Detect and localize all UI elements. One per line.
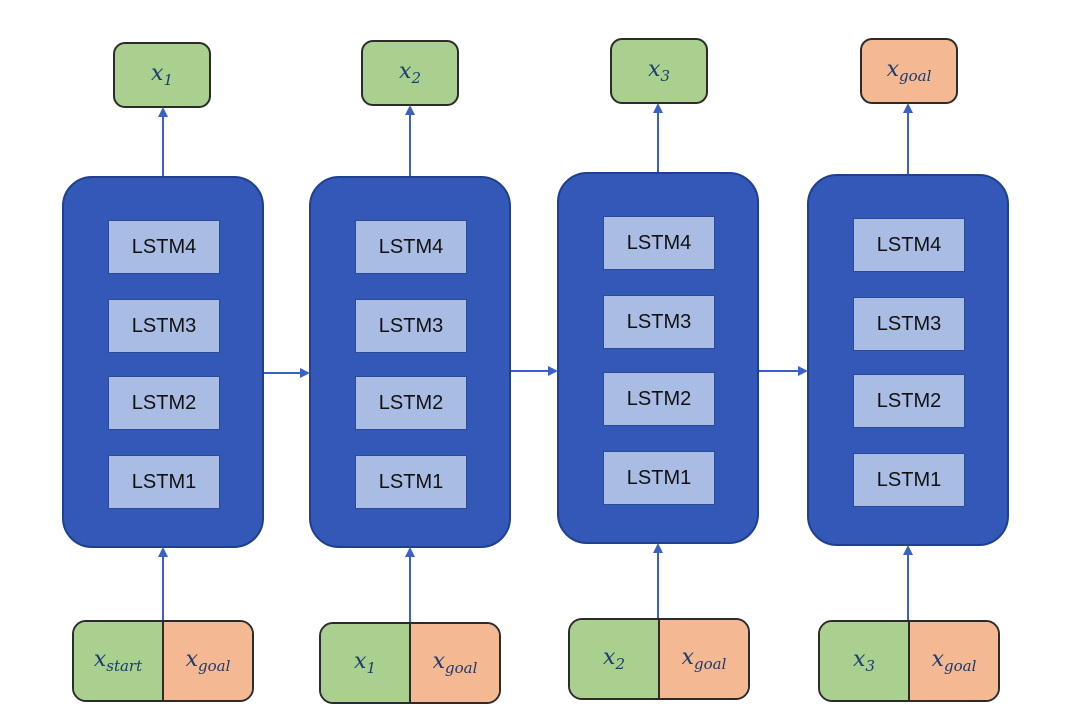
output-symbol-2: x2	[399, 59, 421, 87]
layer-lstm4: LSTM4	[853, 218, 965, 272]
input-goal-state: xgoal	[411, 624, 499, 702]
input-node-4: x3 xgoal	[818, 620, 1000, 702]
input-current-state: xstart	[74, 622, 164, 700]
layer-lstm3: LSTM3	[355, 299, 467, 353]
input-current-state: x1	[321, 624, 411, 702]
layer-lstm4: LSTM4	[603, 216, 715, 270]
input-goal-state: xgoal	[164, 622, 252, 700]
output-node-4: xgoal	[860, 38, 958, 104]
output-symbol-3: x3	[648, 57, 670, 85]
layer-lstm3: LSTM3	[603, 295, 715, 349]
layer-lstm2: LSTM2	[853, 374, 965, 428]
layer-lstm2: LSTM2	[603, 372, 715, 426]
layer-lstm4: LSTM4	[108, 220, 220, 274]
output-node-1: x1	[113, 42, 211, 108]
layer-lstm3: LSTM3	[853, 297, 965, 351]
input-goal-state: xgoal	[910, 622, 998, 700]
lstm-stack-2: LSTM4 LSTM3 LSTM2 LSTM1	[309, 176, 511, 548]
lstm-stack-4: LSTM4 LSTM3 LSTM2 LSTM1	[807, 174, 1009, 546]
output-node-2: x2	[361, 40, 459, 106]
layer-lstm2: LSTM2	[108, 376, 220, 430]
layer-lstm4: LSTM4	[355, 220, 467, 274]
layer-lstm1: LSTM1	[853, 453, 965, 507]
output-symbol-4: xgoal	[886, 57, 932, 85]
input-node-1: xstart xgoal	[72, 620, 254, 702]
layer-lstm1: LSTM1	[355, 455, 467, 509]
input-node-2: x1 xgoal	[319, 622, 501, 704]
lstm-stack-1: LSTM4 LSTM3 LSTM2 LSTM1	[62, 176, 264, 548]
layer-lstm1: LSTM1	[603, 451, 715, 505]
layer-lstm1: LSTM1	[108, 455, 220, 509]
input-current-state: x3	[820, 622, 910, 700]
lstm-stack-3: LSTM4 LSTM3 LSTM2 LSTM1	[557, 172, 759, 544]
layer-lstm2: LSTM2	[355, 376, 467, 430]
output-symbol-1: x1	[151, 61, 173, 89]
input-node-3: x2 xgoal	[568, 618, 750, 700]
layer-lstm3: LSTM3	[108, 299, 220, 353]
input-current-state: x2	[570, 620, 660, 698]
input-goal-state: xgoal	[660, 620, 748, 698]
